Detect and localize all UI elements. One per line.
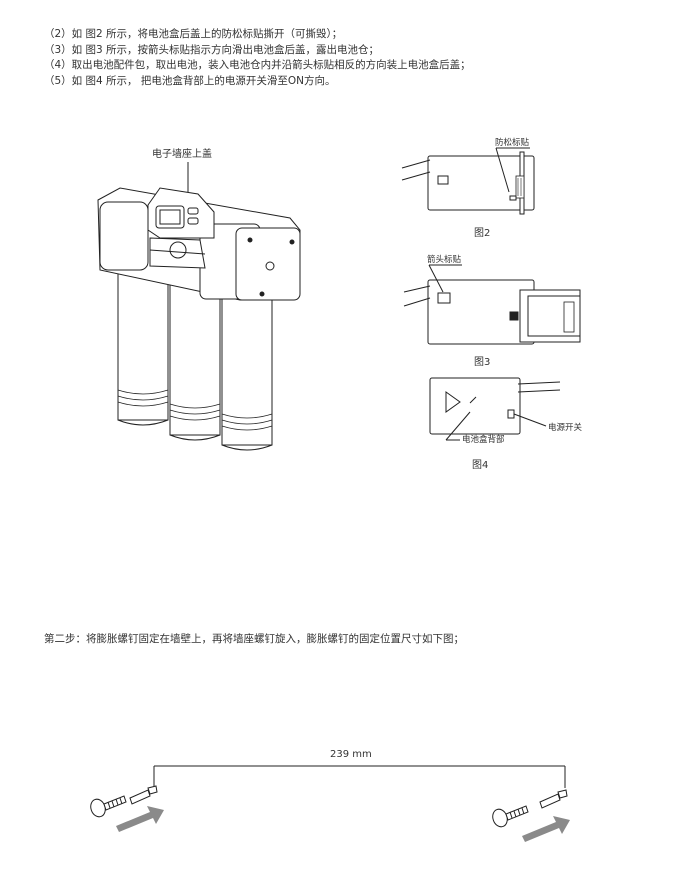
left-screw-icon bbox=[90, 785, 158, 818]
step-4-text: （4）取出电池配件包，取出电池，装入电池仓内并沿箭头标贴相反的方向装上电池盒后盖… bbox=[44, 59, 471, 71]
water-filter-illustration: 电子墙座上盖 bbox=[97, 147, 301, 451]
step-2-text: （2）如 图2 所示，将电池盒后盖上的防松标贴撕开（可撕毁）； bbox=[44, 28, 343, 40]
figure-4: 电池盒背部 电源开关 图4 bbox=[429, 377, 583, 471]
fig2-caption: 图2 bbox=[474, 227, 490, 239]
right-screw-icon bbox=[492, 789, 568, 828]
dimension-line bbox=[153, 765, 566, 792]
left-direction-arrow-icon bbox=[116, 806, 164, 832]
fig2-label: 防松标贴 bbox=[495, 137, 530, 148]
fig4-caption: 图4 bbox=[472, 459, 488, 471]
dimension-diagram: 239 mm bbox=[90, 749, 570, 842]
fig4-label-switch: 电源开关 bbox=[548, 422, 583, 433]
right-direction-arrow-icon bbox=[522, 816, 570, 842]
figures-area: 电子墙座上盖 bbox=[97, 137, 583, 471]
installation-steps: （2）如 图2 所示，将电池盒后盖上的防松标贴撕开（可撕毁）； （3）如 图3 … bbox=[44, 27, 471, 89]
main-figure-label: 电子墙座上盖 bbox=[152, 147, 212, 160]
step-5-text: （5）如 图4 所示， 把电池盒背部上的电源开关滑至ON方向。 bbox=[44, 74, 336, 87]
step-two-text: 第二步：将膨胀螺钉固定在墙壁上，再将墙座螺钉旋入，膨胀螺钉的固定位置尺寸如下图； bbox=[44, 633, 464, 645]
fig3-label: 箭头标贴 bbox=[427, 254, 462, 265]
fig3-caption: 图3 bbox=[474, 356, 490, 368]
fig4-label-back: 电池盒背部 bbox=[462, 434, 505, 445]
step-3-text: （3）如 图3 所示，按箭头标贴指示方向滑出电池盒后盖，露出电池仓； bbox=[44, 43, 380, 56]
figure-3: 箭头标贴 图3 bbox=[403, 254, 581, 368]
figure-2: 防松标贴 图2 bbox=[401, 137, 535, 239]
dimension-label: 239 mm bbox=[330, 749, 372, 760]
